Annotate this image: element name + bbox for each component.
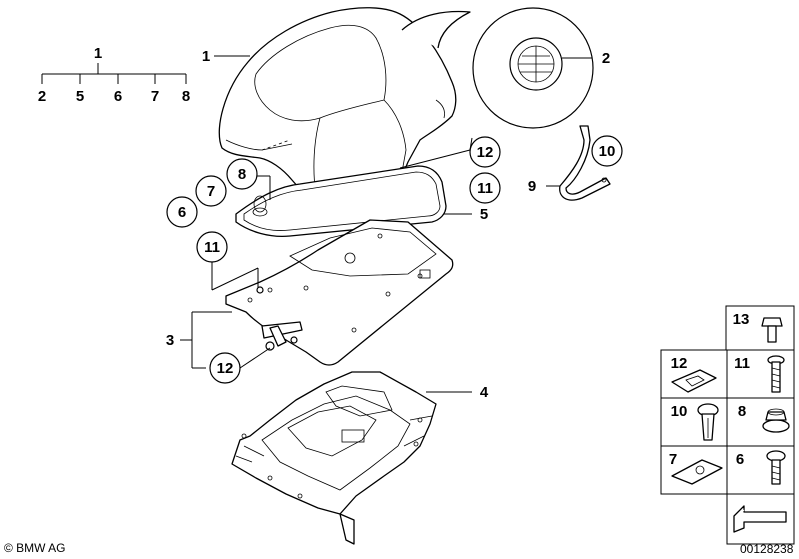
gasket-seal — [235, 165, 472, 238]
parts-label-11: 11 — [734, 355, 750, 372]
parts-label-10: 10 — [671, 403, 688, 420]
carrier-frame — [231, 371, 472, 545]
callout-1: 1 — [202, 48, 210, 65]
expanding-rivet-10-icon — [697, 403, 719, 441]
callout-12: 12 — [477, 144, 494, 161]
callout-4: 4 — [480, 384, 489, 401]
callout-7: 7 — [207, 183, 215, 200]
parts-label-6: 6 — [736, 451, 744, 468]
bolt-13-icon — [761, 317, 783, 343]
base-plate — [225, 219, 454, 366]
small-ring-parts — [252, 195, 268, 217]
callout-3: 3 — [166, 332, 174, 349]
callout-9: 9 — [528, 178, 536, 195]
speed-nut-7-icon — [671, 459, 723, 485]
tree-child-label: 2 — [38, 88, 46, 105]
parts-label-13: 13 — [733, 311, 750, 328]
tree-child-label: 8 — [182, 88, 190, 105]
screw-11-icon — [767, 355, 785, 393]
tree-child-label: 7 — [151, 88, 159, 105]
clip-nut-12-icon — [671, 369, 717, 393]
callout-8: 8 — [238, 166, 246, 183]
parts-table: 13 12 11 10 8 — [660, 305, 795, 545]
parts-label-7: 7 — [669, 451, 677, 468]
callout-11: 11 — [477, 180, 493, 197]
callouts: 1 2 3 4 5 9 8 7 6 11 12 12 11 10 — [166, 48, 623, 401]
callout-10: 10 — [599, 143, 616, 160]
grommet-8-icon — [762, 408, 790, 433]
tree-child-label: 5 — [76, 88, 84, 105]
callout-5: 5 — [480, 206, 488, 223]
callout-6: 6 — [178, 204, 186, 221]
tree-root-label: 1 — [94, 45, 102, 62]
emblem-detail-bubble — [401, 7, 594, 129]
parts-label-8: 8 — [738, 403, 746, 420]
parts-label-12: 12 — [671, 355, 688, 372]
callout-12: 12 — [217, 360, 234, 377]
copyright-text: © BMW AG — [4, 541, 66, 555]
callout-11: 11 — [204, 239, 220, 256]
callout-2: 2 — [602, 50, 610, 67]
retaining-strap — [546, 125, 611, 201]
screw-6-icon — [766, 450, 786, 485]
callout-tree: 1 2 5 6 7 8 — [38, 45, 190, 105]
tree-child-label: 6 — [114, 88, 122, 105]
diagram-number: 00128238 — [740, 542, 794, 556]
leader-lines — [180, 55, 473, 369]
forward-arrow-icon — [733, 505, 787, 533]
